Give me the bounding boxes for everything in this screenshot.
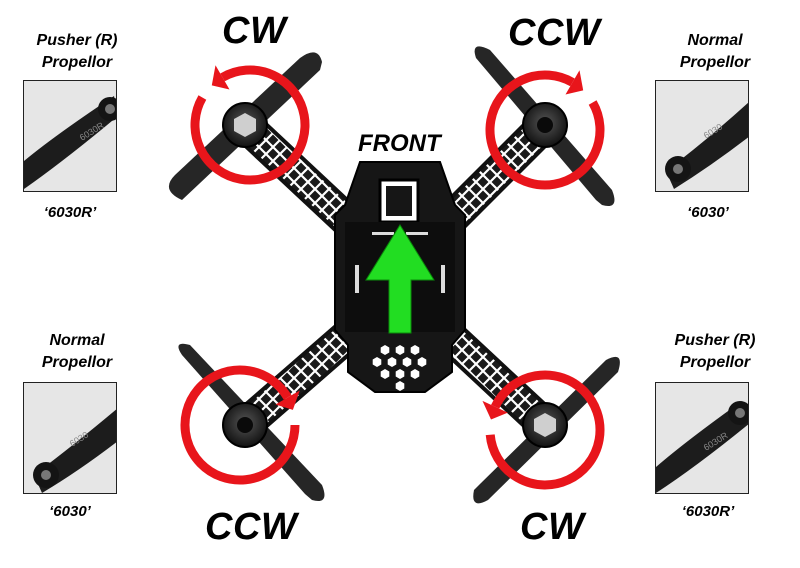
front-direction-arrow-icon (365, 224, 435, 334)
hex-cutout (380, 369, 390, 379)
rotation-arc (485, 370, 605, 490)
prop-title-front-left: Pusher (R) Propellor (22, 30, 132, 74)
rotation-arrow-ccw-icon (180, 365, 300, 485)
hex-cutout (410, 345, 420, 355)
front-label: FRONT (358, 130, 441, 157)
prop-photo-rear-left: 6030 (23, 382, 117, 494)
rotation-arrowhead (211, 65, 230, 90)
rotation-arrow-cw-icon (482, 370, 605, 490)
hex-cutout (417, 357, 427, 367)
rotation-label-rear-left: CCW (205, 506, 298, 548)
prop-photo-front-left: 6030R (23, 80, 117, 192)
rotation-arrowhead (565, 70, 584, 95)
frame-arms (228, 108, 562, 442)
motor-rear-left (222, 402, 268, 448)
hex-cutout (380, 345, 390, 355)
rotation-arc (485, 70, 605, 190)
prop-code-rear-left: ‘6030’ (49, 503, 91, 520)
prop-title-line2: Propellor (679, 354, 751, 371)
rotation-arc (190, 65, 310, 185)
hex-cutout (372, 357, 382, 367)
prop-title-front-right: Normal Propellor (660, 30, 770, 74)
prop-title-line1: Pusher (R) (36, 32, 118, 49)
rotation-label-front-right: CCW (508, 12, 601, 54)
prop-code-front-right: ‘6030’ (687, 204, 729, 221)
prop-photo-front-right: 6030 (655, 80, 749, 192)
rotation-label-front-left: CW (222, 10, 287, 52)
prop-title-line1: Normal (687, 32, 743, 49)
prop-title-line2: Propellor (679, 54, 751, 71)
rotation-arc (180, 365, 300, 485)
hex-cutout (402, 357, 412, 367)
rotation-arrow-cw-icon (190, 65, 310, 185)
prop-title-line2: Propellor (41, 354, 113, 371)
motor-front-left (222, 102, 268, 148)
rotation-arrowhead (275, 390, 300, 410)
prop-photo-rear-right: 6030R (655, 382, 749, 494)
motor-front-right (522, 102, 568, 148)
motor-rear-right (522, 402, 568, 448)
hex-cutout (387, 357, 397, 367)
prop-title-line1: Normal (49, 332, 105, 349)
hex-cutout (395, 369, 405, 379)
hex-cutout (395, 345, 405, 355)
rotation-arrowhead (482, 400, 508, 420)
prop-title-rear-left: Normal Propellor (22, 330, 132, 374)
frame-body (334, 161, 466, 393)
prop-title-line2: Propellor (41, 54, 113, 71)
prop-title-rear-right: Pusher (R) Propellor (660, 330, 770, 374)
rotation-label-rear-right: CW (520, 506, 585, 548)
prop-title-line1: Pusher (R) (674, 332, 756, 349)
hex-cutout (410, 369, 420, 379)
prop-code-rear-right: ‘6030R’ (681, 503, 735, 520)
rotation-arrow-ccw-icon (485, 70, 605, 190)
hex-cutout (395, 381, 405, 391)
prop-code-front-left: ‘6030R’ (43, 204, 97, 221)
